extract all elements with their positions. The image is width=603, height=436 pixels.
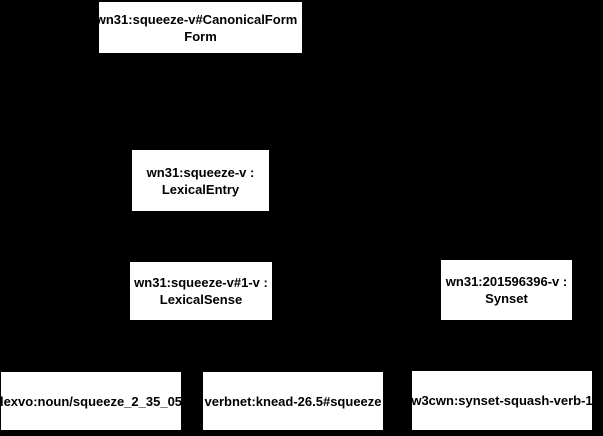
- node-label-line: w3cwn:synset-squash-verb-1: [411, 393, 593, 408]
- node-lexical-entry: wn31:squeeze-v : LexicalEntry: [132, 150, 269, 211]
- node-lexical-sense: wn31:squeeze-v#1-v : LexicalSense: [130, 262, 272, 320]
- node-label-line: wn31:squeeze-v :: [146, 164, 255, 180]
- node-label-line: Synset: [485, 291, 528, 306]
- node-label-line: LexicalSense: [159, 292, 243, 307]
- node-lexvo: lexvo:noun/squeeze_2_35_05: [0, 372, 183, 430]
- node-label-line: wn31:squeeze-v#CanonicalForm :: [95, 11, 306, 27]
- node-canonical-form: wn31:squeeze-v#CanonicalForm : Form: [96, 2, 305, 53]
- node-label-line: verbnet:knead-26.5#squeeze: [204, 393, 382, 409]
- node-label-line: LexicalEntry: [161, 181, 240, 197]
- node-synset: wn31:201596396-v : Synset: [441, 260, 572, 320]
- node-label-line: Form: [184, 28, 217, 44]
- node-label-line: lexvo:noun/squeeze_2_35_05: [0, 393, 183, 409]
- node-w3cwn: w3cwn:synset-squash-verb-1: [411, 371, 593, 430]
- node-label-line: wn31:squeeze-v#1-v :: [134, 275, 268, 290]
- node-verbnet: verbnet:knead-26.5#squeeze: [203, 372, 383, 430]
- node-label-line: wn31:201596396-v :: [445, 274, 568, 289]
